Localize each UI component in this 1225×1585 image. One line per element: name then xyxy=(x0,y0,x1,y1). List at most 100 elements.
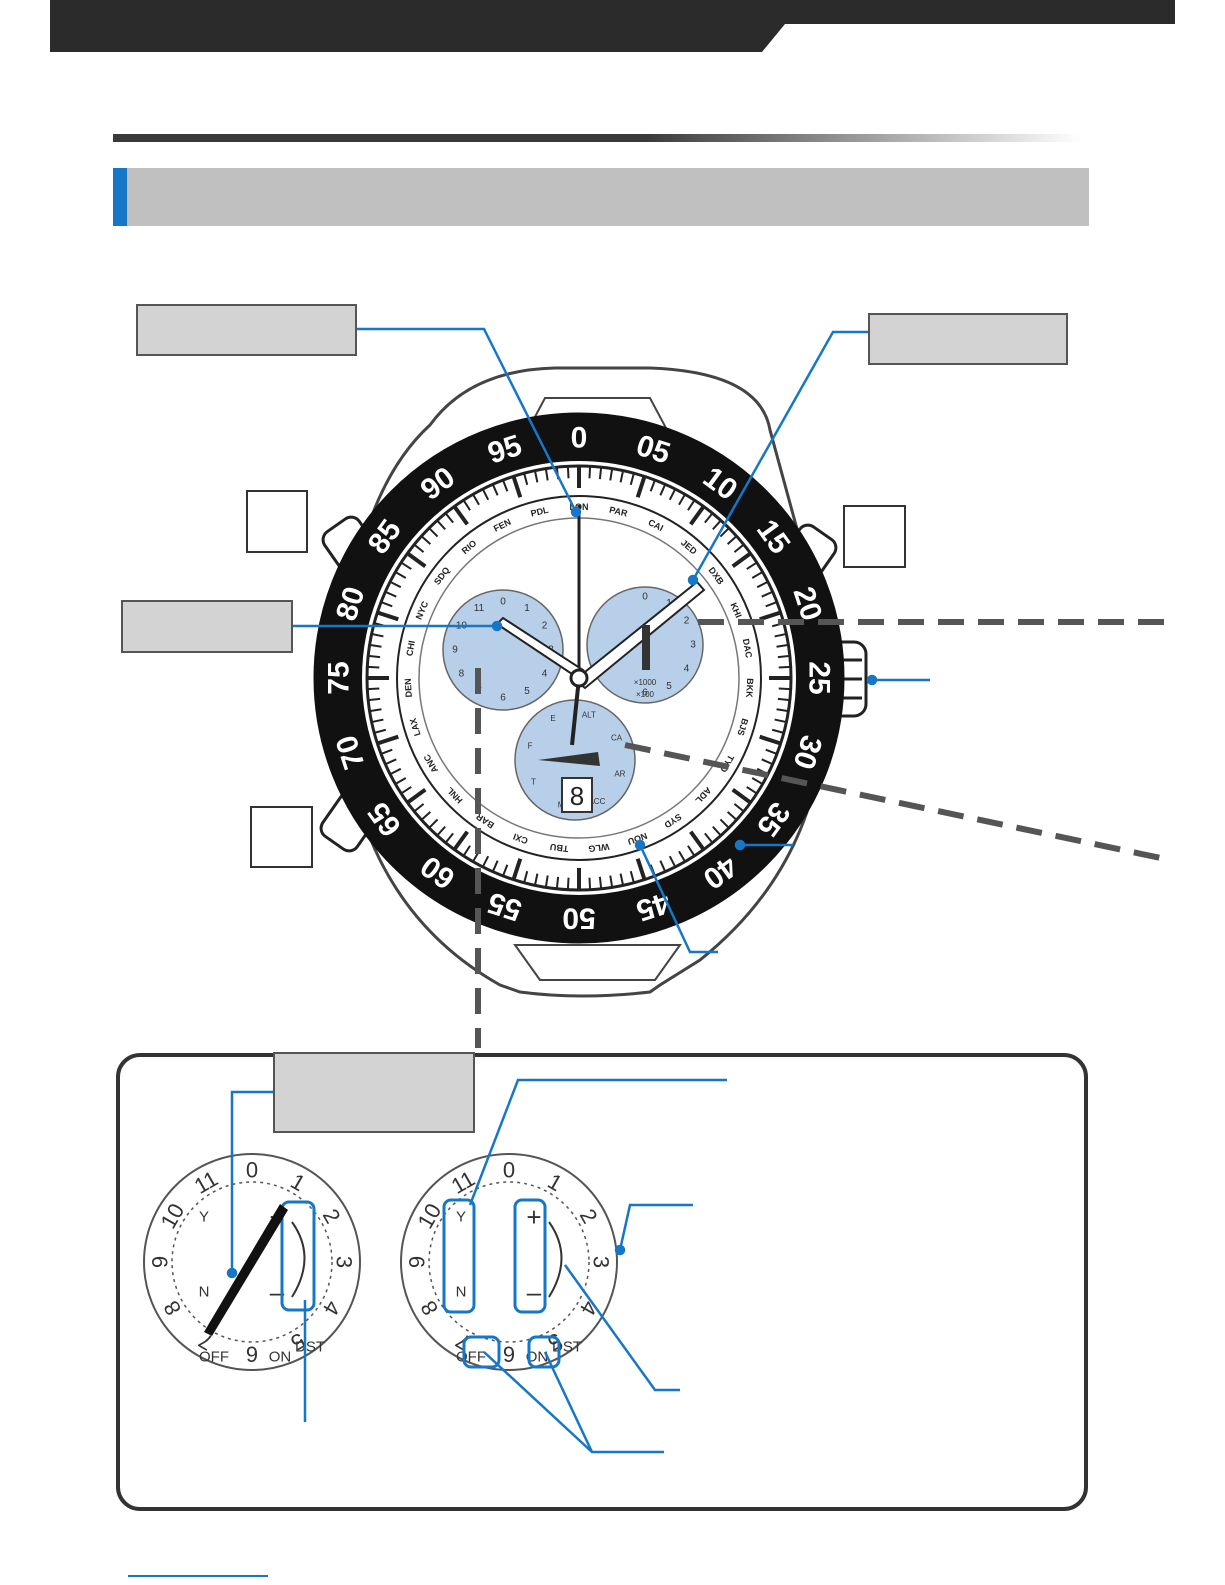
tick-mark xyxy=(635,858,647,881)
tick-mark xyxy=(533,470,539,483)
tick-mark xyxy=(413,543,425,553)
tick-mark xyxy=(712,825,722,837)
detail-hour-numeral: 0 xyxy=(503,1158,515,1183)
tick-mark xyxy=(502,479,509,492)
subdial-numeral: 1 xyxy=(524,603,530,614)
tick-mark xyxy=(704,512,714,524)
detail-mark-yes: Y xyxy=(199,1209,209,1226)
mode-label: ACC xyxy=(588,797,605,806)
tick-mark xyxy=(371,718,384,724)
subdial-numeral: 4 xyxy=(684,664,690,675)
tick-mark xyxy=(598,467,603,480)
tick-mark xyxy=(369,708,382,713)
detail-mark-dst: DST xyxy=(552,1339,582,1356)
tick-mark xyxy=(635,475,647,498)
section-heading-bar xyxy=(113,168,1089,226)
mode-label: T xyxy=(531,777,536,786)
tick-mark xyxy=(523,870,529,884)
tick-mark xyxy=(761,590,774,598)
right-subdial-scale: ×1000 xyxy=(634,678,657,687)
detail-mark-on: ON xyxy=(269,1349,292,1366)
city-code: BJS xyxy=(736,717,751,737)
tick-mark xyxy=(420,811,432,821)
tick-mark xyxy=(491,483,499,496)
tick-mark xyxy=(376,734,399,746)
tick-mark xyxy=(380,601,393,608)
mode-label: AR xyxy=(614,769,625,778)
tick-mark xyxy=(689,505,706,526)
detail-mark-off: OFF xyxy=(456,1349,486,1366)
tick-mark xyxy=(751,777,764,785)
tick-mark xyxy=(588,877,592,890)
tick-mark xyxy=(400,561,412,570)
date-window xyxy=(561,777,593,813)
button-b-label-box xyxy=(843,505,906,568)
subdial-numeral: 2 xyxy=(684,616,690,627)
tick-mark xyxy=(380,748,393,755)
tick-mark xyxy=(491,860,499,873)
tick-mark xyxy=(649,479,656,492)
subdial-numeral: 4 xyxy=(542,669,548,680)
date-digit: 8 xyxy=(570,781,584,811)
detail-mark-no: N xyxy=(199,1284,210,1301)
subdial-numeral: 11 xyxy=(474,603,485,614)
tick-mark xyxy=(544,875,549,888)
button-c-label-box xyxy=(250,806,313,868)
subdial-numeral: 6 xyxy=(500,693,506,704)
tick-mark xyxy=(733,543,745,553)
tick-mark xyxy=(751,571,764,579)
subdial-numeral: 0 xyxy=(500,597,506,608)
subdial-numeral: 9 xyxy=(452,645,458,656)
tick-mark xyxy=(376,610,399,622)
tick-mark xyxy=(566,877,570,890)
tick-mark xyxy=(444,512,454,524)
tick-mark xyxy=(566,466,570,479)
tick-mark xyxy=(689,830,706,851)
detail-mark-dst: DST xyxy=(295,1339,325,1356)
tick-mark xyxy=(369,643,382,648)
tick-mark xyxy=(776,708,789,713)
footer-link-underline[interactable] xyxy=(128,1575,268,1577)
tick-mark xyxy=(678,850,686,863)
tick-mark xyxy=(406,788,427,805)
tick-mark xyxy=(481,855,490,868)
subdial-numeral: 2 xyxy=(542,621,548,632)
tick-mark xyxy=(629,472,635,486)
right-subdial-scale: ×100 xyxy=(636,690,655,699)
city-code: WLG xyxy=(588,842,610,854)
tick-mark xyxy=(502,864,509,877)
tick-mark xyxy=(765,748,778,755)
tick-mark xyxy=(668,855,677,868)
tick-mark xyxy=(687,499,696,511)
tick-mark xyxy=(765,601,778,608)
tick-mark xyxy=(731,551,752,568)
left-subdial xyxy=(442,589,564,711)
tick-mark xyxy=(776,643,789,648)
tick-mark xyxy=(452,505,469,526)
tick-mark xyxy=(687,845,696,857)
detail-hour-numeral: 3 xyxy=(589,1256,614,1268)
tick-mark xyxy=(462,845,471,857)
tick-mark xyxy=(719,818,730,829)
city-code: DEN xyxy=(403,678,414,698)
tick-mark xyxy=(761,758,774,766)
tick-mark xyxy=(778,665,791,669)
bezel-number: 50 xyxy=(562,902,595,935)
tick-mark xyxy=(731,788,752,805)
dst-hand xyxy=(204,1204,288,1336)
tick-mark xyxy=(726,535,738,545)
section-accent xyxy=(113,168,127,226)
tick-mark xyxy=(629,870,635,884)
mode-label: E xyxy=(550,714,555,723)
tick-mark xyxy=(367,687,380,691)
subdial-numeral: 5 xyxy=(524,686,530,697)
button-a-label-box xyxy=(246,490,308,553)
detail-hour-numeral: 6 xyxy=(246,1342,258,1367)
tick-mark xyxy=(678,493,686,506)
tick-mark xyxy=(462,499,471,511)
tick-mark xyxy=(367,665,380,669)
